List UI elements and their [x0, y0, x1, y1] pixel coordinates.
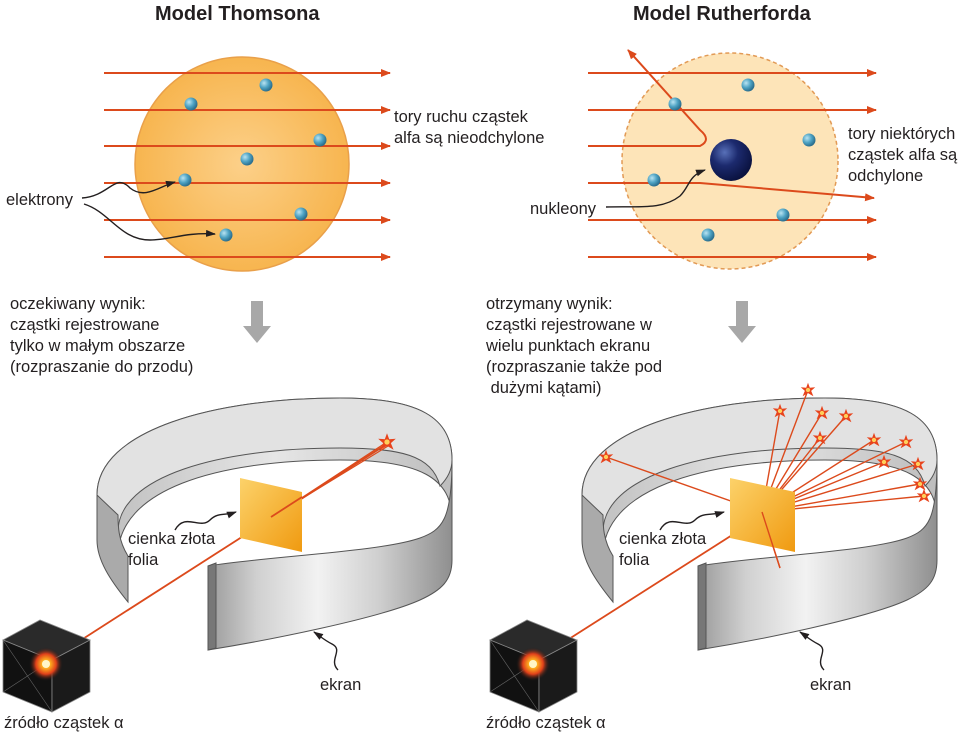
result-line: oczekiwany wynik:	[10, 295, 146, 313]
foil-label-line: cienka złota	[128, 530, 216, 548]
electron	[776, 208, 790, 222]
down-arrow	[728, 301, 756, 343]
electron	[668, 97, 682, 111]
foil-label-line: cienka złota	[619, 530, 707, 548]
rutherford-electrons	[647, 78, 816, 242]
thomson-gold-foil	[240, 478, 302, 552]
thomson-model	[2, 56, 453, 713]
paths-label-line: tory niektórych	[848, 125, 956, 143]
thomson-electrons	[178, 78, 327, 242]
result-line: dużymi kątami)	[486, 379, 602, 397]
foil-label-line: folia	[128, 551, 159, 569]
rutherford-alpha-source	[489, 619, 578, 713]
down-arrow	[243, 301, 271, 343]
electron	[701, 228, 715, 242]
foil-label-rutherford: cienka złota folia	[619, 529, 706, 571]
electrons-label: elektrony	[6, 191, 73, 209]
paths-label-line: alfa są nieodchylone	[394, 129, 545, 147]
foil-label-line: folia	[619, 551, 650, 569]
thomson-alpha-rays	[104, 69, 391, 261]
thomson-alpha-source	[2, 619, 91, 713]
expected-result-label: oczekiwany wynik: cząstki rejestrowane t…	[10, 294, 193, 378]
obtained-result-label: otrzymany wynik: cząstki rejestrowane w …	[486, 294, 662, 399]
result-line: cząstki rejestrowane w	[486, 316, 652, 334]
electron	[240, 152, 254, 166]
electron	[802, 133, 816, 147]
result-line: (rozpraszanie do przodu)	[10, 358, 194, 376]
source-label-rutherford: źródło cząstek α	[486, 714, 606, 732]
title-rutherford: Model Rutherforda	[633, 3, 811, 25]
result-line: (rozpraszanie także pod	[486, 358, 663, 376]
result-line: wielu punktach ekranu	[486, 337, 651, 355]
paths-label-line: tory ruchu cząstek	[394, 108, 528, 126]
electron	[647, 173, 661, 187]
electron	[178, 173, 192, 187]
rutherford-beam	[535, 515, 763, 661]
foil-label-thomson: cienka złota folia	[128, 529, 215, 571]
paths-label-line: cząstek alfa są	[848, 146, 958, 164]
electron	[313, 133, 327, 147]
thomson-beam	[49, 441, 391, 661]
electrons-pointers	[81, 180, 216, 241]
screen-label-rutherford: ekran	[810, 676, 852, 694]
source-label-thomson: źródło cząstek α	[4, 714, 124, 732]
thomson-screen	[96, 397, 453, 651]
rutherford-alpha-rays	[588, 49, 877, 261]
electron	[184, 97, 198, 111]
electron	[741, 78, 755, 92]
result-line: tylko w małym obszarze	[10, 337, 186, 355]
result-line: cząstki rejestrowane	[10, 316, 160, 334]
paths-label-thomson: tory ruchu cząstek alfa są nieodchylone	[394, 107, 544, 149]
title-thomson: Model Thomsona	[155, 3, 320, 25]
nucleons-label: nukleony	[530, 200, 597, 218]
paths-label-rutherford: tory niektórych cząstek alfa są odchylon…	[848, 124, 957, 187]
electron	[259, 78, 273, 92]
nucleus	[710, 139, 752, 181]
electron	[294, 207, 308, 221]
result-line: otrzymany wynik:	[486, 295, 613, 313]
electron	[219, 228, 233, 242]
screen-label-thomson: ekran	[320, 676, 362, 694]
nucleons-pointer	[605, 169, 706, 208]
paths-label-line: odchylone	[848, 167, 924, 185]
rutherford-screen	[581, 397, 938, 651]
rutherford-model	[489, 49, 938, 713]
